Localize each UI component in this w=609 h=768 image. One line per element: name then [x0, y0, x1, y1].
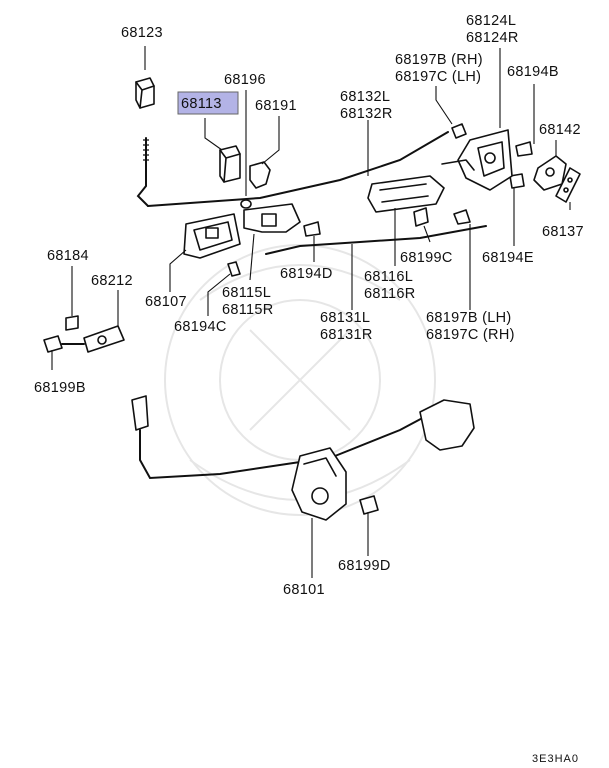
label-68199D: 68199D — [338, 558, 391, 574]
lock-knob-part — [135, 77, 155, 109]
label-68142: 68142 — [539, 122, 581, 138]
highlight-box-68113 — [177, 91, 239, 115]
label-68137: 68137 — [542, 224, 584, 240]
label-68194E: 68194E — [482, 250, 534, 266]
lock-actuator-part — [291, 447, 347, 521]
screw-68194E-part — [509, 173, 525, 189]
door-check-assembly-part — [43, 315, 125, 353]
label-68115L: 68115L — [222, 285, 271, 301]
striker-plate-part — [555, 167, 581, 203]
screw-68194C-part — [227, 261, 241, 277]
label-68191: 68191 — [255, 98, 297, 114]
lock-knob-rod — [136, 137, 149, 207]
label-68194D: 68194D — [280, 266, 333, 282]
latch-assembly-part — [441, 129, 513, 191]
label-68132R: 68132R — [340, 106, 393, 122]
inside-handle-part — [243, 203, 301, 233]
label-68131R: 68131R — [320, 327, 373, 343]
label-68199C: 68199C — [400, 250, 453, 266]
clip-68197-lower-part — [453, 209, 471, 225]
label-68197B-LH: 68197B (LH) — [426, 310, 512, 326]
label-68115R: 68115R — [222, 302, 274, 318]
bolt-68199D-part — [359, 495, 379, 515]
screw-68194B-part — [515, 141, 533, 157]
label-68123: 68123 — [121, 25, 163, 41]
inside-handle-bezel-part — [183, 213, 241, 259]
label-68132L: 68132L — [340, 89, 390, 105]
bracket-68191-part — [249, 161, 271, 189]
screw-68194D-part — [303, 221, 321, 237]
label-68197C-LH: 68197C (LH) — [395, 69, 481, 85]
lock-cylinder-part — [219, 145, 241, 183]
clip-68197-upper-part — [451, 123, 467, 139]
label-68212: 68212 — [91, 273, 133, 289]
label-68199B: 68199B — [34, 380, 86, 396]
leader-lines — [51, 46, 571, 578]
bolt-68199C-part — [413, 207, 429, 227]
label-68194C: 68194C — [174, 319, 227, 335]
label-68124R: 68124R — [466, 30, 519, 46]
rod-68132-part — [147, 131, 449, 207]
label-68113: 68113 — [181, 96, 222, 112]
figure-code: 3E3HA0 — [532, 753, 579, 765]
lower-lock-rod — [131, 395, 431, 480]
label-68131L: 68131L — [320, 310, 370, 326]
clip-68196-part — [240, 199, 252, 209]
rod-68131-part — [265, 225, 487, 255]
label-68116R: 68116R — [364, 286, 416, 302]
label-68101: 68101 — [283, 582, 325, 598]
label-68197C-RH: 68197C (RH) — [426, 327, 515, 343]
label-68184: 68184 — [47, 248, 89, 264]
cable-end-part — [419, 399, 475, 451]
label-68116L: 68116L — [364, 269, 413, 285]
label-68124L: 68124L — [466, 13, 516, 29]
label-68194B: 68194B — [507, 64, 559, 80]
label-68107: 68107 — [145, 294, 187, 310]
outside-handle-part — [367, 175, 445, 213]
label-68196: 68196 — [224, 72, 266, 88]
label-68197B-RH: 68197B (RH) — [395, 52, 483, 68]
